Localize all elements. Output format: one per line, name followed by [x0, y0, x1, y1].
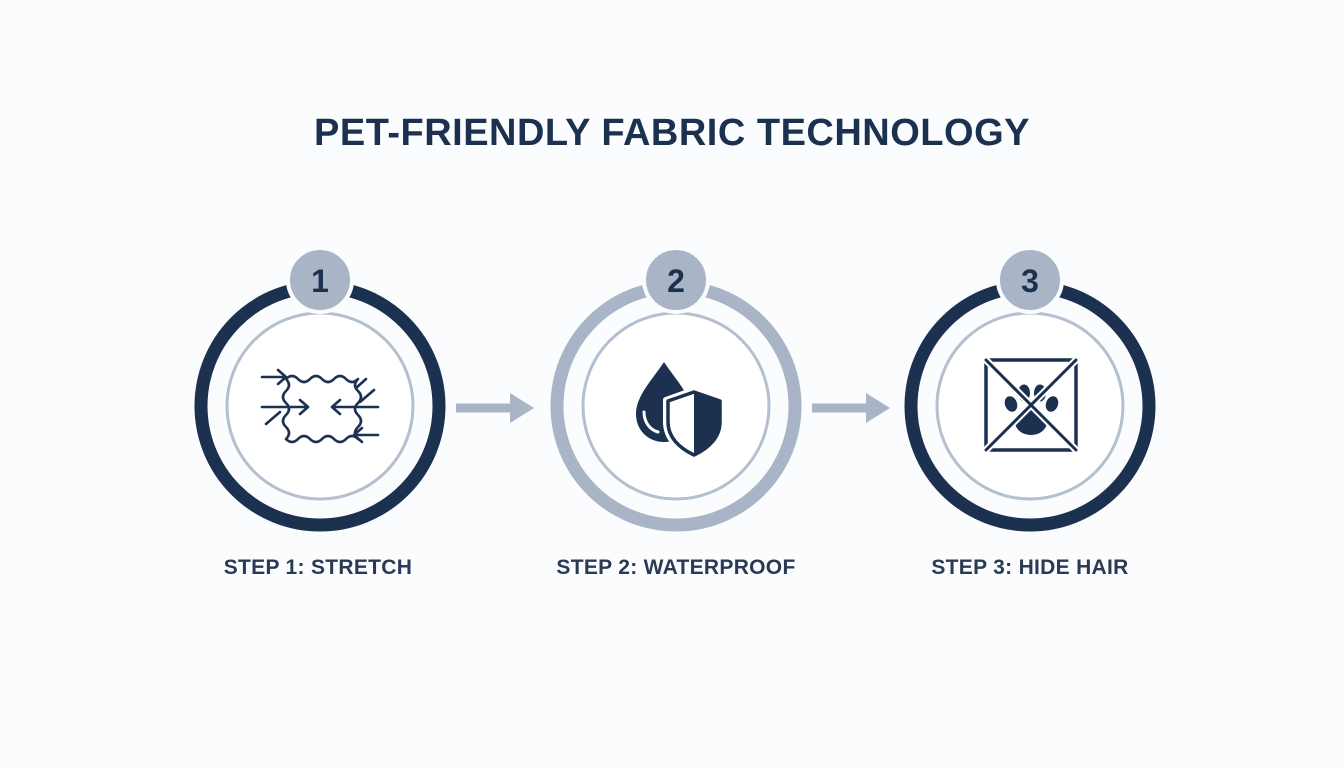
arrow-right-icon — [812, 393, 890, 423]
diagram-title: PET-FRIENDLY FABRIC TECHNOLOGY — [314, 112, 1030, 154]
stretch-fabric-icon — [260, 368, 380, 444]
arrow-right-icon — [456, 393, 534, 423]
step-1-badge: 1 — [286, 246, 354, 314]
step-3-number: 3 — [1021, 263, 1039, 299]
step-2-badge: 2 — [642, 246, 710, 314]
step-2-label: STEP 2: WATERPROOF — [556, 556, 796, 579]
step-3-badge: 3 — [996, 246, 1064, 314]
step-1: 1 — [190, 246, 450, 536]
no-paw-icon — [982, 356, 1080, 454]
step-2-number: 2 — [667, 263, 685, 299]
step-1-number: 1 — [311, 263, 329, 299]
step-3: 3 — [900, 246, 1160, 536]
step-3-label: STEP 3: HIDE HAIR — [931, 556, 1129, 579]
step-1-label: STEP 1: STRETCH — [223, 556, 413, 579]
step-3-ring: 3 — [904, 246, 1156, 532]
step-2: 2 — [546, 246, 806, 536]
step-2-ring: 2 — [550, 246, 802, 532]
water-drop-shield-icon — [636, 362, 725, 461]
step-1-ring: 1 — [194, 246, 446, 532]
